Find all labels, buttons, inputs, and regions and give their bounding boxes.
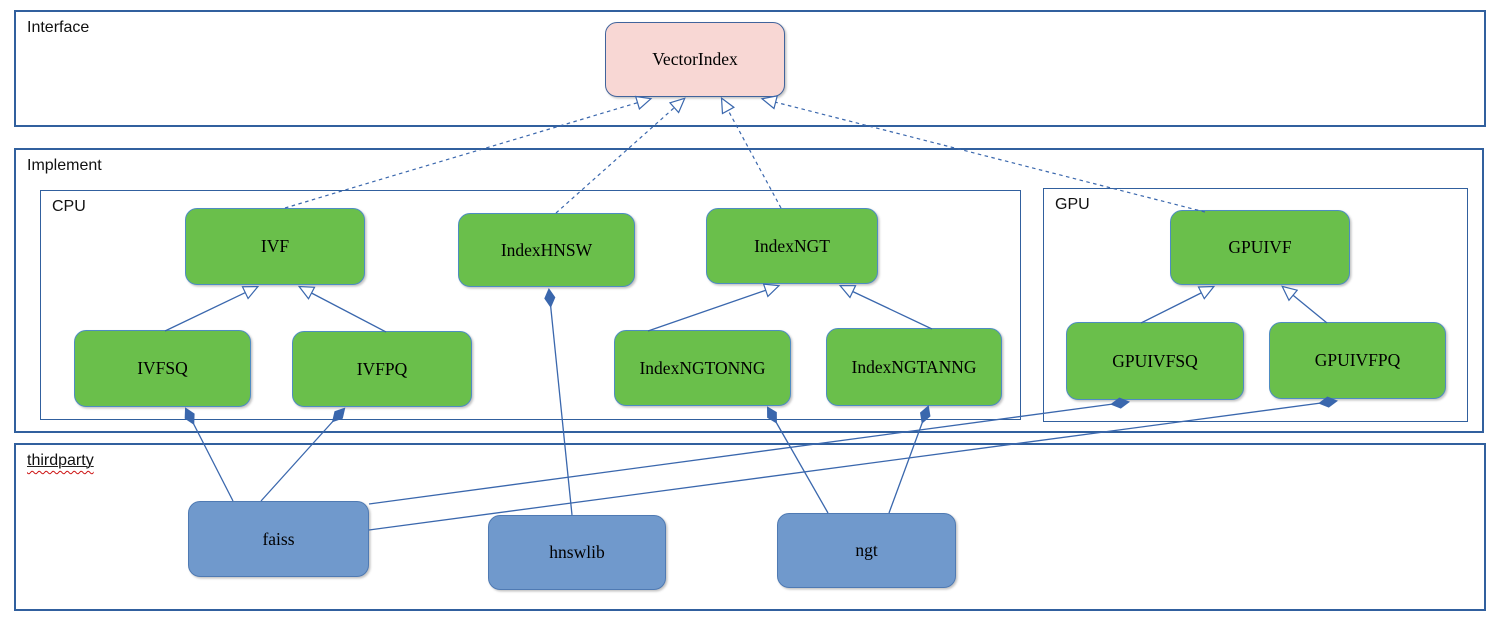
node-gpuivfsq: GPUIVFSQ [1066,322,1244,400]
node-ivfpq: IVFPQ [292,331,472,407]
node-indexngtonng: IndexNGTONNG [614,330,791,406]
node-vectorindex-label: VectorIndex [652,49,738,69]
node-vectorindex: VectorIndex [605,22,785,97]
node-hnswlib-label: hnswlib [549,542,605,562]
node-indexngtanng: IndexNGTANNG [826,328,1002,406]
node-faiss-label: faiss [262,528,295,549]
node-hnswlib: hnswlib [488,515,666,590]
node-indexhnsw-label: IndexHNSW [500,239,593,260]
node-indexngtanng-label: IndexNGTANNG [851,356,977,377]
node-indexhnsw: IndexHNSW [458,213,635,287]
node-indexngtonng-label: IndexNGTONNG [639,357,766,378]
container-thirdparty-label: thirdparty [27,452,94,469]
node-ivf: IVF [185,208,365,285]
node-gpuivf: GPUIVF [1170,210,1350,285]
node-ngt: ngt [777,513,956,588]
node-ivfpq-label: IVFPQ [356,358,408,379]
node-ivfsq-label: IVFSQ [137,358,188,378]
node-indexngt: IndexNGT [706,208,878,284]
node-ngt-label: ngt [855,540,878,560]
node-gpuivfpq-label: GPUIVFPQ [1314,350,1401,370]
node-ivf-label: IVF [260,236,290,256]
container-cpu-label: CPU [52,198,86,215]
node-gpuivf-label: GPUIVF [1228,237,1292,257]
container-implement-label: Implement [27,157,102,174]
node-faiss: faiss [188,501,369,577]
node-gpuivfsq-label: GPUIVFSQ [1112,350,1198,371]
node-gpuivfpq: GPUIVFPQ [1269,322,1446,399]
node-indexngt-label: IndexNGT [754,235,830,256]
container-interface-label: Interface [27,19,90,36]
container-gpu-label: GPU [1055,196,1090,213]
node-ivfsq: IVFSQ [74,330,251,407]
